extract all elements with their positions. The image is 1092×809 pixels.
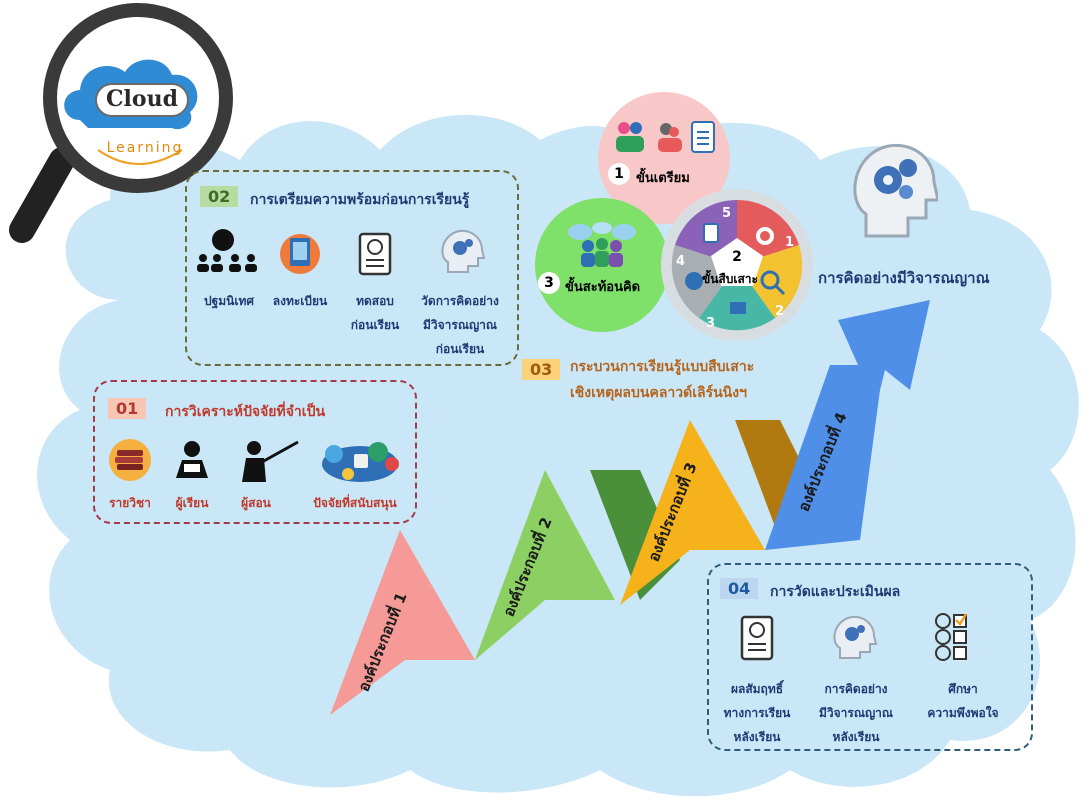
learner-icon <box>176 441 208 478</box>
wheel-num-2: 2 <box>775 304 785 319</box>
supporting-factors-label: ปัจจัยที่สนับสนุน <box>313 496 397 510</box>
supporting-factors-icon <box>322 442 399 482</box>
orientation-group-icon <box>197 229 257 272</box>
satisfaction-survey-icon <box>935 613 968 661</box>
ct-pretest-label-line2: มีวิจารณญาณ <box>422 318 498 332</box>
orientation-label: ปฐมนิเทศ <box>204 294 254 308</box>
course-label: รายวิชา <box>109 496 151 510</box>
reflection-people-icon <box>568 222 636 267</box>
critical-thinking-goal-icon <box>853 143 938 238</box>
ct-posttest-label-line1: การคิดอย่าง <box>824 682 888 696</box>
preparation-icons <box>616 121 715 153</box>
step-1-number: 1 <box>608 163 630 185</box>
component-01-title: การวิเคราะห์ปัจจัยที่จำเป็น <box>165 404 326 420</box>
goal-label: การคิดอย่างมีวิจารณญาณ <box>818 269 990 287</box>
achievement-test-icon <box>740 615 774 661</box>
step-3-label: ขั้นสะท้อนคิด <box>565 280 641 295</box>
wheel-num-4: 4 <box>676 254 686 269</box>
pretest-label-line2: ก่อนเรียน <box>350 318 400 332</box>
registration-label: ลงทะเบียน <box>272 294 328 308</box>
component-03-title-line2: เชิงเหตุผลบนคลาวด์เลิร์นนิงฯ <box>570 385 747 401</box>
segment-3 <box>620 420 765 605</box>
component-02-title: การเตรียมความพร้อมก่อนการเรียนรู้ <box>250 192 470 208</box>
step-1-label: ขั้นเตรียม <box>636 171 690 186</box>
step-3-number: 3 <box>538 272 560 294</box>
ct-pretest-label-line1: วัดการคิดอย่าง <box>421 294 499 308</box>
pretest-document-icon <box>358 232 392 276</box>
inquiry-wheel <box>661 189 813 341</box>
step-2-number: 2 <box>732 249 742 265</box>
step-2-label: ขั้นสืบเสาะ <box>702 272 758 286</box>
pretest-label-line1: ทดสอบ <box>356 294 394 308</box>
satisfaction-label-line1: ศึกษา <box>948 682 978 696</box>
ct-pretest-label-line3: ก่อนเรียน <box>435 342 485 356</box>
component-02-box <box>185 170 519 366</box>
ct-posttest-label-line2: มีวิจารณญาณ <box>818 706 894 720</box>
segment-4 <box>765 300 930 550</box>
ct-posttest-label-line3: หลังเรียน <box>832 730 880 744</box>
segment-1 <box>330 530 475 715</box>
achievement-label-line3: หลังเรียน <box>733 730 781 744</box>
logo-sub-text: Learning <box>106 140 184 156</box>
component-04-box <box>707 563 1033 751</box>
component-04-number: 04 <box>720 578 759 599</box>
component-04-title: การวัดและประเมินผล <box>770 584 901 600</box>
teacher-icon <box>242 440 299 482</box>
satisfaction-label-line2: ความพึงพอใจ <box>927 706 999 720</box>
achievement-label-line1: ผลสัมฤทธิ์ <box>730 682 784 696</box>
teacher-label: ผู้สอน <box>241 496 271 510</box>
logo-main-text: Cloud <box>106 86 178 112</box>
cloud-learning-logo <box>9 3 233 243</box>
wheel-num-3: 3 <box>706 316 716 331</box>
component-01-box <box>93 380 417 524</box>
achievement-label-line2: ทางการเรียน <box>723 706 791 720</box>
component-01-number: 01 <box>108 398 147 419</box>
component-03-title-line1: กระบวนการเรียนรู้แบบสืบเสาะ <box>570 359 755 375</box>
wheel-num-5: 5 <box>722 206 732 221</box>
segment-2 <box>475 470 615 660</box>
critical-thinking-head-icon <box>441 229 486 273</box>
critical-thinking-posttest-icon <box>833 615 878 659</box>
course-books-icon <box>109 439 151 481</box>
component-03-number: 03 <box>522 359 561 380</box>
wheel-num-1: 1 <box>785 235 795 250</box>
component-02-number: 02 <box>200 186 239 207</box>
learner-label: ผู้เรียน <box>175 496 209 510</box>
registration-tablet-icon <box>280 234 320 274</box>
